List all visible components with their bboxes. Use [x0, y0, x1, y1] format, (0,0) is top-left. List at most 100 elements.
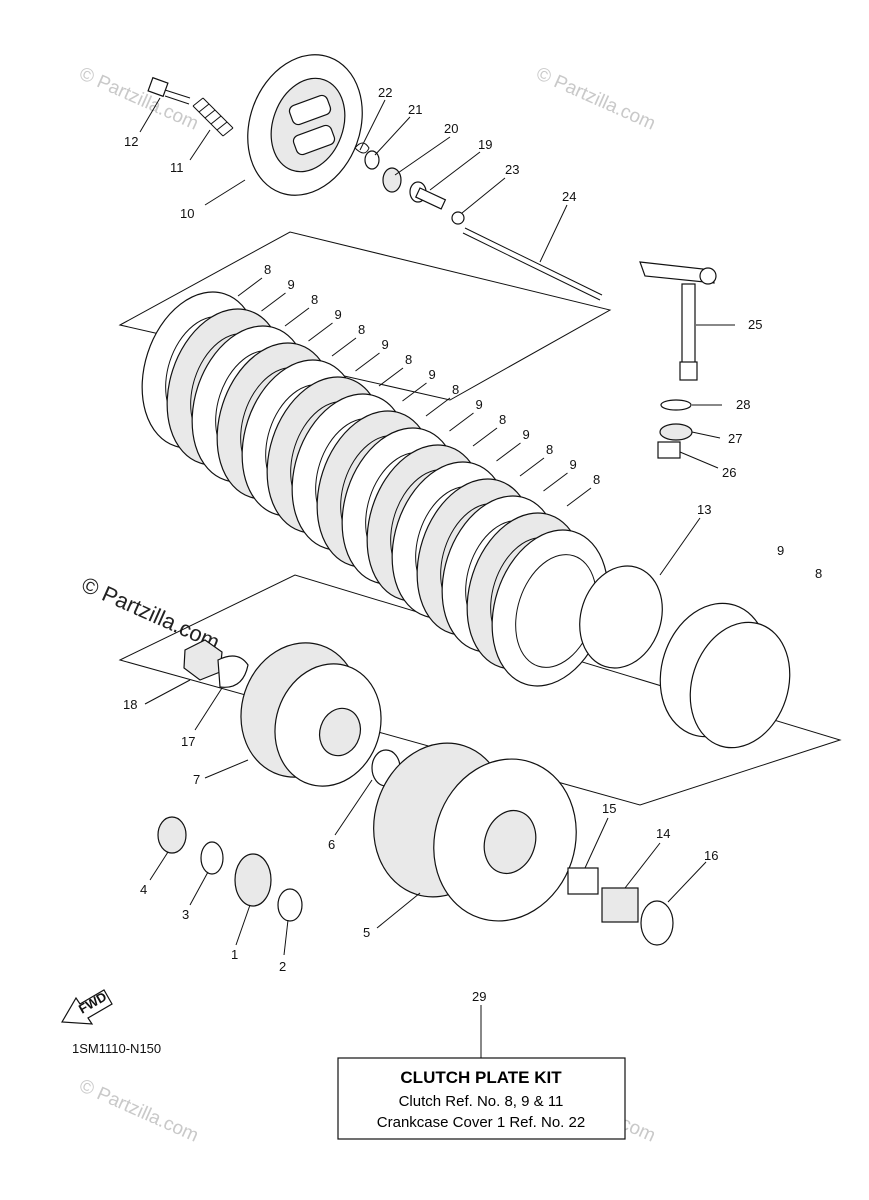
plate-leader-line: [519, 457, 545, 477]
callout-22: 22: [378, 85, 392, 100]
friction-plate-8: [689, 621, 791, 749]
lock-washer-17: [217, 655, 249, 688]
kit-title: CLUTCH PLATE KIT: [400, 1068, 562, 1087]
callout-8: 8: [452, 382, 459, 397]
watermark-top-right: © Partzilla.com: [533, 63, 659, 134]
callout-18: 18: [123, 697, 137, 712]
callout-8: 8: [499, 412, 506, 427]
plate-leader-line: [566, 487, 592, 507]
kit-line-2: Crankcase Cover 1 Ref. No. 22: [377, 1114, 585, 1131]
plate-leader-line: [449, 412, 474, 432]
primary-driven-gear-5: [373, 742, 577, 922]
plate-leader-line: [237, 277, 263, 297]
bearing-26: [657, 441, 681, 459]
clutch-spring: [192, 97, 234, 137]
callout-6: 6: [328, 837, 335, 852]
plate-leader-line: [261, 292, 286, 312]
callout-7: 7: [193, 772, 200, 787]
spring-bolt: [147, 76, 191, 105]
spacer-4: [157, 816, 187, 854]
pressure-plate-boss: [292, 124, 336, 156]
leader-lines: [139, 97, 735, 1058]
plate-leader-line: [496, 442, 521, 462]
washer: [364, 150, 380, 170]
push-rod-2: [462, 227, 603, 301]
washer-16: [640, 900, 674, 946]
callout-29: 29: [472, 989, 486, 1004]
callout-13: 13: [697, 502, 711, 517]
ball: [451, 211, 465, 225]
diagram-code: 1SM1110-N150: [72, 1041, 161, 1056]
callout-8: 8: [546, 442, 553, 457]
callout-15: 15: [602, 801, 616, 816]
fwd-arrow-icon: FWD: [60, 989, 113, 1025]
clutch-plate-stack: 8 9 8 9 8 9 8 9 8 9 8 9 8 9 8: [141, 262, 609, 687]
callout-9: 9: [335, 307, 342, 322]
callout-1: 1: [231, 947, 238, 962]
collar-2: [277, 888, 303, 922]
plate-leader-line: [355, 352, 380, 372]
plate-leader-line: [402, 382, 427, 402]
circlip: [354, 142, 370, 154]
callout-25: 25: [748, 317, 762, 332]
callout-9: 9: [382, 337, 389, 352]
callout-27: 27: [728, 431, 742, 446]
callout-12: 12: [124, 134, 138, 149]
callout-4: 4: [140, 882, 147, 897]
clutch-plate-kit-box: CLUTCH PLATE KIT Clutch Ref. No. 8, 9 & …: [337, 1057, 626, 1140]
plate-leader-line: [543, 472, 568, 492]
callout-9: 9: [476, 397, 483, 412]
watermark-bottom-left: © Partzilla.com: [76, 1075, 202, 1146]
kit-line-1: Clutch Ref. No. 8, 9 & 11: [399, 1093, 564, 1110]
callout-21: 21: [408, 102, 422, 117]
wire-ring-13: [579, 565, 663, 669]
callout-8-separate: 8: [815, 566, 822, 581]
thrust-bearing: [382, 167, 402, 193]
clutch-boss-7: [240, 642, 382, 787]
circlip-28: [660, 399, 692, 411]
push-rod-1: [409, 181, 447, 210]
callout-10: 10: [180, 206, 194, 221]
callout-8: 8: [405, 352, 412, 367]
oil-seal-27: [659, 423, 693, 441]
gear-1: [234, 853, 272, 907]
callout-17: 17: [181, 734, 195, 749]
collar-15: [567, 867, 599, 895]
callout-labels: 12 11 10 22 21 20 19 23 24 25 28 27 26 1…: [123, 85, 822, 1004]
push-lever-shaft: [639, 261, 717, 459]
callout-16: 16: [704, 848, 718, 863]
callout-19: 19: [478, 137, 492, 152]
callout-20: 20: [444, 121, 458, 136]
callout-9: 9: [523, 427, 530, 442]
callout-8: 8: [264, 262, 271, 277]
callout-26: 26: [722, 465, 736, 480]
callout-9: 9: [429, 367, 436, 382]
callout-5: 5: [363, 925, 370, 940]
callout-8: 8: [311, 292, 318, 307]
plate-leader-line: [308, 322, 333, 342]
callout-8: 8: [593, 472, 600, 487]
callout-3: 3: [182, 907, 189, 922]
needle-bearing-14: [601, 887, 639, 923]
callout-9-separate: 9: [777, 543, 784, 558]
callout-28: 28: [736, 397, 750, 412]
callout-11: 11: [170, 160, 184, 175]
plate-leader-line: [378, 367, 404, 387]
pressure-plate-boss: [288, 94, 332, 126]
pressure-plate-group: [147, 54, 603, 301]
callout-8: 8: [358, 322, 365, 337]
callout-9: 9: [570, 457, 577, 472]
callout-9: 9: [288, 277, 295, 292]
watermark-top-left: © Partzilla.com: [76, 63, 202, 134]
callout-24: 24: [562, 189, 576, 204]
callout-2: 2: [279, 959, 286, 974]
lower-assembly: [157, 639, 674, 946]
washer-3: [200, 841, 224, 875]
plate-leader-line: [425, 397, 451, 417]
plate-leader-line: [472, 427, 498, 447]
plate-leader-line: [331, 337, 357, 357]
callout-14: 14: [656, 826, 670, 841]
plate-leader-line: [284, 307, 310, 327]
callout-23: 23: [505, 162, 519, 177]
